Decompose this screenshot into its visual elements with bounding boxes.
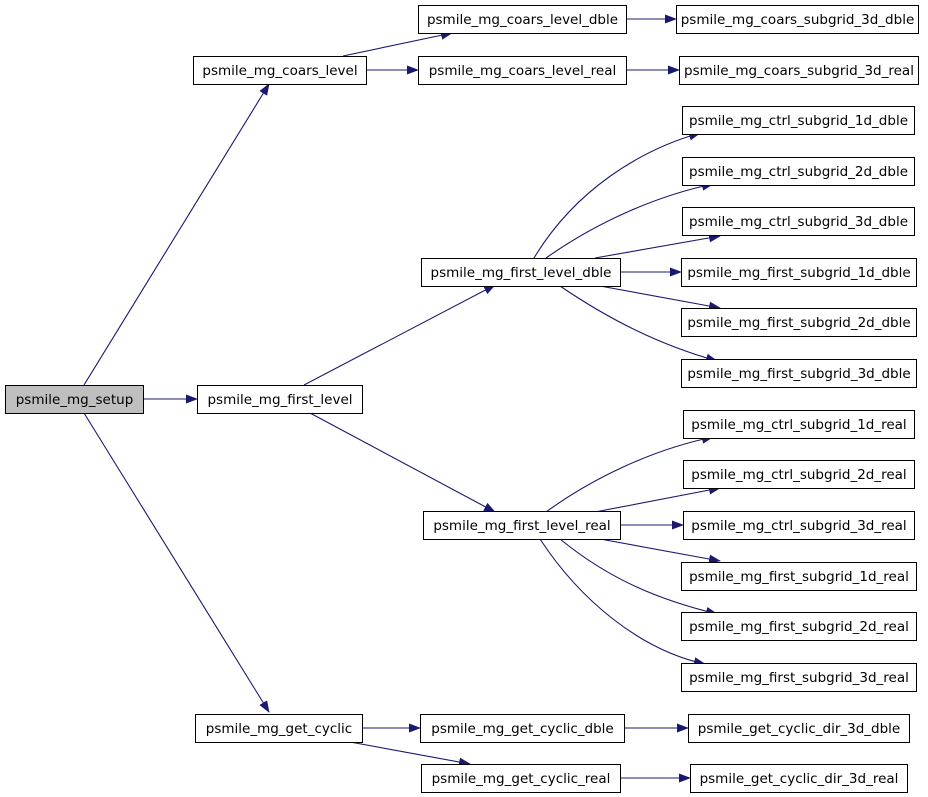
edge-dble-ctrl-2d <box>545 181 714 259</box>
node-first-subgrid-2d-dble[interactable]: psmile_mg_first_subgrid_2d_dble <box>681 308 917 337</box>
node-ctrl-subgrid-2d-real[interactable]: psmile_mg_ctrl_subgrid_2d_real <box>683 460 915 489</box>
node-ctrl-subgrid-2d-dble[interactable]: psmile_mg_ctrl_subgrid_2d_dble <box>682 157 915 186</box>
edge-real-first-2d <box>559 538 718 616</box>
node-psmile-mg-setup: psmile_mg_setup <box>5 385 144 414</box>
edge-dble-ctrl-3d <box>594 233 721 259</box>
edge-dble-first-2d <box>599 285 721 311</box>
node-first-level[interactable]: psmile_mg_first_level <box>197 385 363 414</box>
node-coars-subgrid-3d-dble[interactable]: psmile_mg_coars_subgrid_3d_dble <box>676 5 919 34</box>
edge-get-cyclic-real <box>349 741 471 767</box>
node-get-cyclic[interactable]: psmile_mg_get_cyclic <box>195 714 363 743</box>
node-coars-level[interactable]: psmile_mg_coars_level <box>193 56 367 85</box>
node-ctrl-subgrid-3d-real[interactable]: psmile_mg_ctrl_subgrid_3d_real <box>683 511 915 540</box>
node-first-subgrid-1d-real[interactable]: psmile_mg_first_subgrid_1d_real <box>681 562 917 591</box>
edge-coars-level-dble <box>342 30 453 57</box>
edge-first-level-real <box>309 412 496 513</box>
edge-setup-coars-level <box>83 83 270 386</box>
node-ctrl-subgrid-1d-real[interactable]: psmile_mg_ctrl_subgrid_1d_real <box>683 410 915 439</box>
node-first-level-dble[interactable]: psmile_mg_first_level_dble <box>421 258 621 287</box>
node-ctrl-subgrid-3d-dble[interactable]: psmile_mg_ctrl_subgrid_3d_dble <box>682 207 915 236</box>
node-coars-level-real[interactable]: psmile_mg_coars_level_real <box>418 56 627 85</box>
edge-real-first-1d <box>599 538 721 564</box>
edge-dble-ctrl-1d <box>533 131 701 259</box>
node-first-subgrid-3d-dble[interactable]: psmile_mg_first_subgrid_3d_dble <box>681 359 917 388</box>
node-first-level-real[interactable]: psmile_mg_first_level_real <box>423 511 621 540</box>
node-cyclic-dir-3d-dble[interactable]: psmile_get_cyclic_dir_3d_dble <box>688 714 910 743</box>
node-first-subgrid-1d-dble[interactable]: psmile_mg_first_subgrid_1d_dble <box>681 258 917 287</box>
node-coars-level-dble[interactable]: psmile_mg_coars_level_dble <box>418 5 627 34</box>
edge-dble-first-3d <box>559 285 718 363</box>
edge-real-ctrl-2d <box>594 485 721 513</box>
node-get-cyclic-real[interactable]: psmile_mg_get_cyclic_real <box>421 764 621 793</box>
edge-real-ctrl-1d <box>545 434 714 513</box>
node-get-cyclic-dble[interactable]: psmile_mg_get_cyclic_dble <box>420 714 625 743</box>
edge-first-level-dble <box>303 284 496 386</box>
edge-real-first-3d <box>539 538 706 667</box>
node-coars-subgrid-3d-real[interactable]: psmile_mg_coars_subgrid_3d_real <box>679 56 919 85</box>
edge-setup-get-cyclic <box>83 412 270 713</box>
node-cyclic-dir-3d-real[interactable]: psmile_get_cyclic_dir_3d_real <box>690 764 908 793</box>
node-first-subgrid-2d-real[interactable]: psmile_mg_first_subgrid_2d_real <box>681 612 917 641</box>
node-first-subgrid-3d-real[interactable]: psmile_mg_first_subgrid_3d_real <box>681 663 917 692</box>
node-ctrl-subgrid-1d-dble[interactable]: psmile_mg_ctrl_subgrid_1d_dble <box>682 106 915 135</box>
